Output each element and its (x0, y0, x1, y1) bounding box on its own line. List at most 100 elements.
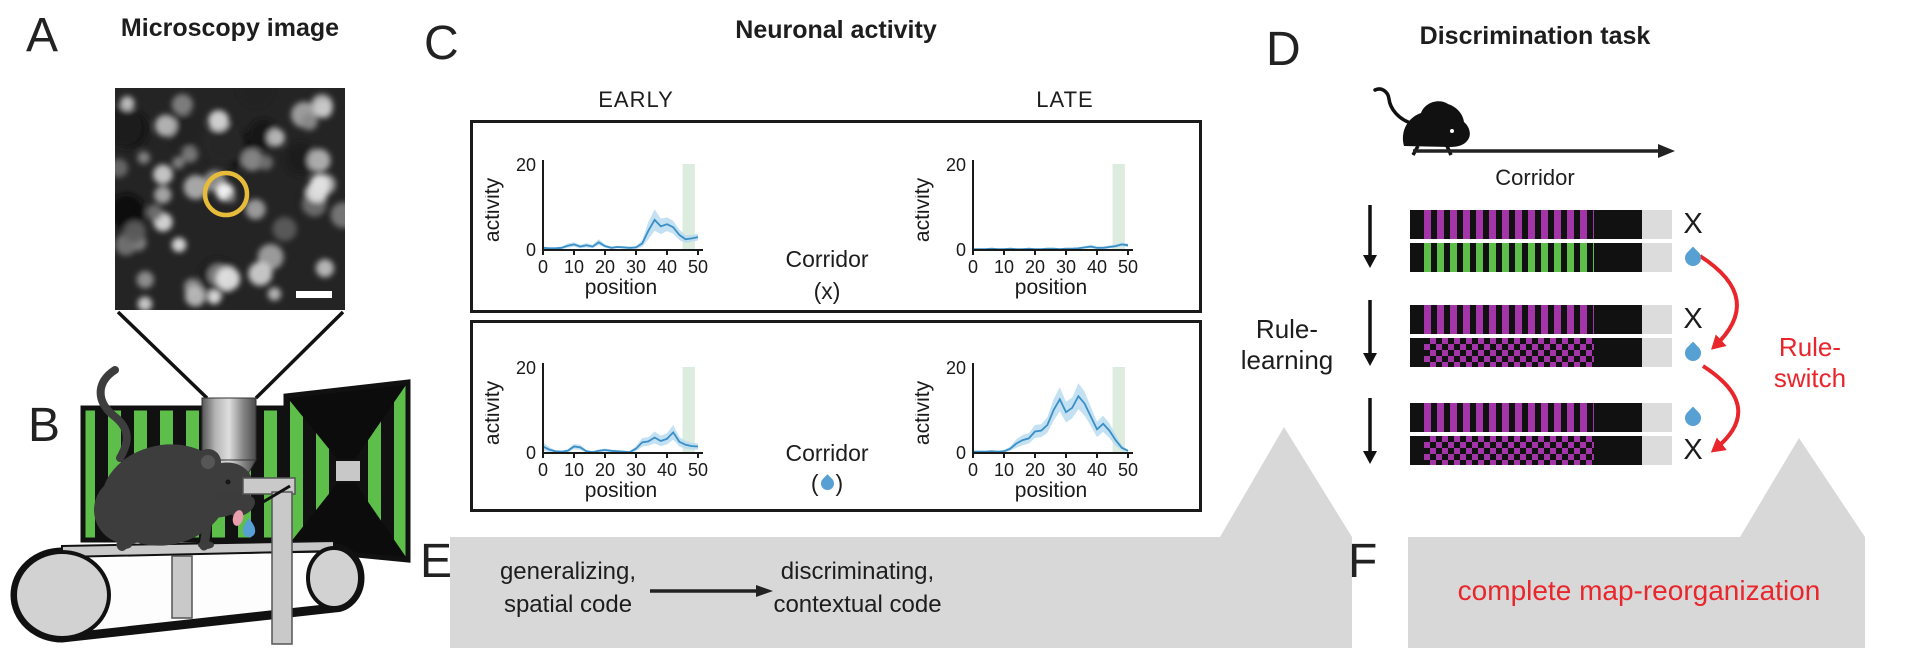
panel-d-title: Discrimination task (1419, 22, 1651, 50)
svg-text:position: position (1015, 479, 1087, 502)
svg-text:20: 20 (1025, 257, 1045, 277)
svg-text:40: 40 (1087, 460, 1107, 480)
svg-text:20: 20 (946, 155, 966, 175)
svg-text:0: 0 (968, 257, 978, 277)
panel-label-e: E (420, 535, 453, 588)
corridor-bar-checker-purple (1410, 338, 1672, 367)
svg-text:20: 20 (516, 358, 536, 378)
svg-text:20: 20 (595, 257, 615, 277)
generalizing-line2: spatial code (503, 591, 633, 618)
corridor-pattern (1424, 403, 1594, 432)
corridor-reward-sublabel: ( ) (747, 470, 907, 497)
vr-treadmill-setup-illustration (10, 366, 411, 645)
mouse-illustration (94, 366, 255, 551)
svg-text:10: 10 (564, 257, 584, 277)
scale-bar (296, 291, 332, 298)
svg-text:10: 10 (994, 460, 1014, 480)
headplate (214, 492, 242, 499)
treadmill-roller-right (306, 546, 362, 610)
rule-learning-line1: Rule- (1255, 314, 1319, 344)
corridor-bar-checker-purple (1410, 436, 1672, 465)
corridor-pattern (1424, 243, 1594, 272)
activity-box-corridor-x (470, 120, 1202, 313)
svg-text:position: position (1015, 276, 1087, 299)
svg-text:0: 0 (538, 257, 548, 277)
corridor-pattern (1424, 436, 1594, 465)
corridor-end-zone (1642, 403, 1672, 432)
highlighted-neuron (202, 170, 250, 218)
corridor-pattern (1424, 305, 1594, 334)
corridor-end-zone (1642, 210, 1672, 239)
corridor-pattern (1424, 338, 1594, 367)
paren-close: ) (835, 470, 844, 496)
microscopy-image (115, 88, 345, 310)
corridor-end-zone (1642, 436, 1672, 465)
rule-switch-line2: switch (1773, 363, 1847, 393)
svg-text:30: 30 (1056, 460, 1076, 480)
water-droplet-icon (1681, 406, 1705, 429)
panel-label-a: A (26, 9, 59, 62)
column-header-early: EARLY (598, 87, 674, 112)
generalizing-code-label: generalizing, spatial code (458, 555, 678, 621)
rule-switch-line1: Rule- (1778, 332, 1842, 362)
rule-learning-line2: learning (1240, 345, 1334, 375)
svg-text:activity: activity (485, 380, 504, 445)
panel-a-title: Microscopy image (120, 14, 340, 42)
corridor-end-zone (1642, 243, 1672, 272)
panel-label-f: F (1348, 535, 1378, 588)
rule-switch-label: Rule- switch (1745, 332, 1875, 394)
svg-text:40: 40 (1087, 257, 1107, 277)
svg-text:position: position (585, 479, 657, 502)
water-droplet-icon (242, 518, 256, 538)
no-reward-x: X (1683, 208, 1703, 240)
svg-text:50: 50 (688, 460, 708, 480)
svg-text:10: 10 (994, 257, 1014, 277)
water-droplet-icon (1681, 341, 1705, 364)
discriminating-line1: discriminating, (780, 558, 935, 585)
no-reward-x: X (1683, 434, 1703, 466)
svg-text:activity: activity (915, 177, 934, 242)
corridor-bar-stripes-green (1410, 243, 1672, 272)
svg-text:30: 30 (626, 257, 646, 277)
panel-c-title: Neuronal activity (735, 16, 937, 44)
svg-text:40: 40 (657, 257, 677, 277)
svg-text:50: 50 (688, 257, 708, 277)
corridor-x-sublabel: (x) (813, 278, 841, 304)
corridor-axis-label: Corridor (1495, 165, 1575, 190)
svg-text:10: 10 (564, 460, 584, 480)
corridor-pattern (1424, 210, 1594, 239)
svg-text:0: 0 (968, 460, 978, 480)
treadmill-roller-left (13, 550, 111, 640)
lick-spout (250, 484, 291, 513)
corridor-end-zone (1642, 305, 1672, 334)
paren-open: ( (810, 470, 819, 496)
svg-text:20: 20 (1025, 460, 1045, 480)
svg-text:0: 0 (538, 460, 548, 480)
water-droplet-icon (817, 474, 837, 493)
panel-label-b: B (28, 399, 61, 452)
panel-label-c: C (424, 17, 459, 70)
svg-text:30: 30 (626, 460, 646, 480)
svg-text:0: 0 (956, 443, 966, 463)
svg-text:0: 0 (526, 240, 536, 260)
svg-text:0: 0 (526, 443, 536, 463)
discriminating-code-label: discriminating, contextual code (745, 555, 970, 621)
corridor-bar-stripes-purple (1410, 403, 1672, 432)
svg-text:50: 50 (1118, 460, 1138, 480)
corridor-x-label: Corridor (785, 246, 869, 272)
svg-text:20: 20 (946, 358, 966, 378)
svg-text:50: 50 (1118, 257, 1138, 277)
trial-progression-arrows (1363, 205, 1377, 464)
generalizing-line1: generalizing, (499, 558, 637, 585)
svg-text:40: 40 (657, 460, 677, 480)
map-reorganization-label: complete map-reorganization (1457, 575, 1821, 606)
panel-label-d: D (1266, 23, 1301, 76)
corridor-bar-stripes-purple (1410, 305, 1672, 334)
rule-learning-label: Rule- learning (1222, 314, 1352, 376)
svg-text:30: 30 (1056, 257, 1076, 277)
discriminating-line2: contextual code (773, 591, 942, 618)
corridor-end-zone (1642, 338, 1672, 367)
